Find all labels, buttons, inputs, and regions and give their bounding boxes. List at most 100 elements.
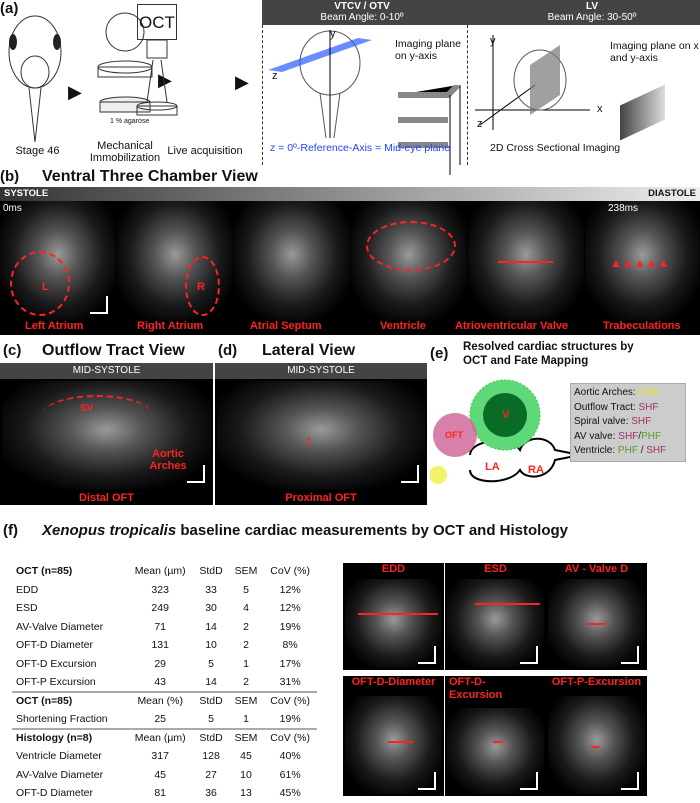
measurement-image: OFT-D- Excursion xyxy=(445,676,546,796)
frame-label: Atrial Septum xyxy=(250,320,322,332)
image-label: OFT-D- Excursion xyxy=(449,676,503,701)
oct-beam-icon xyxy=(136,40,178,116)
svg-text:OFT: OFT xyxy=(445,430,463,440)
divider xyxy=(262,25,263,165)
lv-caption: 2D Cross Sectional Imaging xyxy=(490,142,621,154)
step-stage-46: Stage 46 xyxy=(15,145,60,157)
arrow-right-icon: ▶ xyxy=(158,70,172,90)
panel-d-title: Lateral View xyxy=(262,342,356,359)
lv-plane-icon xyxy=(620,84,665,141)
legend-item: Ventricle: PHF / SHF xyxy=(574,445,667,456)
lateral-image: MID-SYSTOLE ↕ Proximal OFT xyxy=(215,363,427,505)
measurement-image: OFT-D-Diameter xyxy=(343,676,444,796)
legend-item: Outflow Tract: SHF xyxy=(574,401,659,413)
measurement-image: OFT-P-Excursion xyxy=(546,676,647,796)
proximal-oft-caption: Proximal OFT xyxy=(285,492,357,504)
time-start: 0ms xyxy=(3,203,22,214)
arrow-right-icon: ▶ xyxy=(235,72,249,92)
panel-b-title: Ventral Three Chamber View xyxy=(42,168,258,185)
lv-axes-diagram xyxy=(475,35,590,130)
step-live: Live acquisition xyxy=(167,145,243,157)
systole-diastole-bar: SYSTOLE DIASTOLE xyxy=(0,187,700,201)
panel-f-label: (f) xyxy=(3,522,18,539)
axis-y: y xyxy=(330,28,336,40)
oct-device: OCT xyxy=(137,4,177,40)
step-immobilization: Mechanical Immobilization xyxy=(89,140,161,164)
frame-av-valve xyxy=(468,201,584,320)
fate-map-legend: Aortic Arches: CNC Outflow Tract: SHF Spir… xyxy=(570,383,686,462)
frame-atrial-septum xyxy=(234,201,350,320)
panel-e-title: Resolved cardiac structures by OCT and F… xyxy=(463,341,634,367)
plane-stack-icon xyxy=(398,85,461,175)
frame-right-atrium: R xyxy=(117,201,233,320)
image-label: OFT-D-Diameter xyxy=(351,676,436,688)
arrow-right-icon: ▶ xyxy=(68,82,82,102)
axis-z: z xyxy=(272,70,278,82)
agarose-label: 1 % agarose xyxy=(110,118,150,125)
vtcv-diagram xyxy=(268,30,372,138)
svg-text:V: V xyxy=(502,409,510,421)
petri-dish-icon xyxy=(97,12,153,113)
legend-item: Spiral valve: SHF xyxy=(574,416,652,427)
panel-d-label: (d) xyxy=(218,342,238,359)
image-label: EDD xyxy=(381,563,406,575)
lv-plane-text: Imaging plane on x and y-axis xyxy=(610,40,699,64)
svg-text:RA: RA xyxy=(528,464,544,476)
image-label: ESD xyxy=(484,563,507,575)
frame-left-atrium: L xyxy=(0,201,116,320)
panel-e-label: (e) xyxy=(430,345,449,362)
measurement-image: AV - Valve D xyxy=(546,563,647,670)
frame-label: Right Atrium xyxy=(137,320,204,332)
aortic-arches-label: Aortic Arches xyxy=(149,448,187,472)
panel-f-title: Xenopus tropicalis baseline cardiac meas… xyxy=(42,522,568,539)
frame-ventricle xyxy=(351,201,467,320)
measurement-image: ESD xyxy=(445,563,546,670)
frame-label: Trabeculations xyxy=(603,320,681,332)
frame-labels: Left Atrium Right Atrium Atrial Septum V… xyxy=(0,320,700,335)
image-label: OFT-P-Excursion xyxy=(551,676,642,688)
measurement-image: EDD xyxy=(343,563,444,670)
vtcv-plane-text: Imaging plane on y-axis xyxy=(395,38,461,62)
time-end: 238ms xyxy=(608,203,639,214)
systole-label: SYSTOLE xyxy=(4,188,49,199)
heart-diagram: V OFT LA RA xyxy=(430,379,575,484)
image-label: AV - Valve D xyxy=(564,563,629,575)
axis-z: z xyxy=(477,118,483,130)
axis-x: x xyxy=(597,103,603,115)
phase-header: MID-SYSTOLE xyxy=(215,363,427,379)
panel-c-label: (c) xyxy=(3,342,22,359)
frame-label: Atrioventricular Valve xyxy=(455,320,569,332)
svg-text:LA: LA xyxy=(485,461,500,473)
panel-c-title: Outflow Tract View xyxy=(42,342,185,359)
legend-item: AV valve: SHF/PHF xyxy=(574,430,662,442)
sv-label: SV xyxy=(80,403,94,414)
distal-oft-caption: Distal OFT xyxy=(78,492,134,504)
frame-label: Ventricle xyxy=(380,320,426,332)
legend-item: Aortic Arches: CNC xyxy=(574,387,661,398)
outflow-tract-image: MID-SYSTOLE SV Aortic Arches Distal OFT xyxy=(0,363,213,505)
panel-b-label: (b) xyxy=(0,168,20,185)
phase-header: MID-SYSTOLE xyxy=(0,363,213,379)
frame-label: Left Atrium xyxy=(25,320,84,332)
vtcv-frames: L R ▲▲▲▲▲ 0ms 238ms xyxy=(0,201,700,320)
divider xyxy=(467,25,468,165)
panel-a-label: (a) xyxy=(0,0,19,17)
axis-y: y xyxy=(490,35,496,47)
